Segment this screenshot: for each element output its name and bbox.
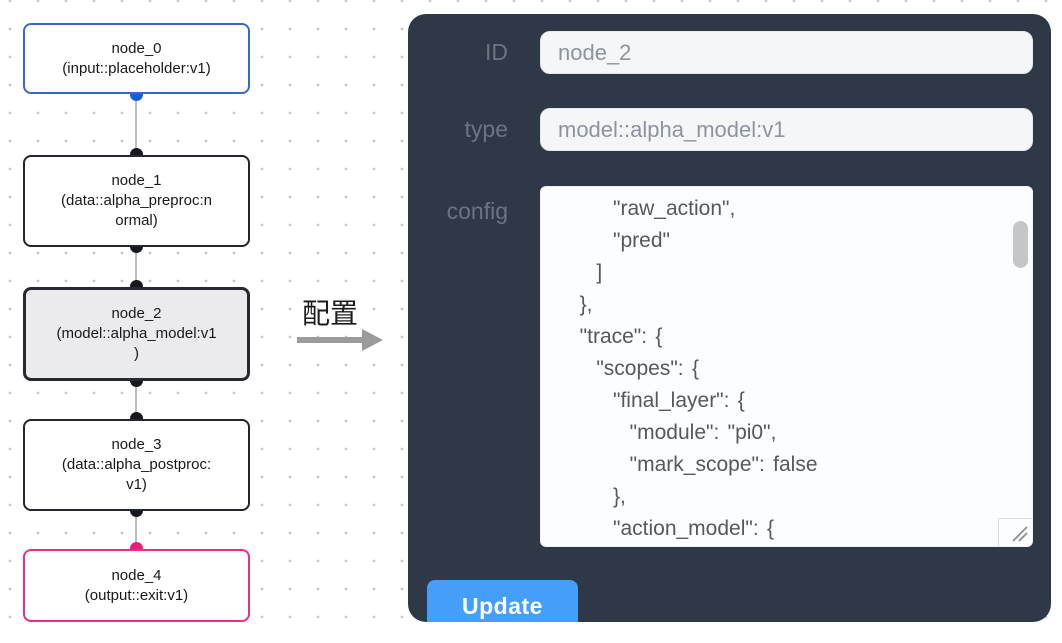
node-title: node_1 [111, 172, 162, 189]
config-editor: "raw_action", "pred" ] }, "trace": { "sc… [540, 186, 1033, 547]
edge-node_2-node_3[interactable] [135, 381, 137, 419]
node-type-label: (data::alpha_preproc:n [61, 192, 212, 209]
node-type-label: ormal) [115, 212, 158, 229]
node-node_1[interactable]: node_1 (data::alpha_preproc:n ormal) [23, 155, 250, 247]
edge-node_1-node_2[interactable] [135, 247, 137, 287]
node-type-label: (input::placeholder:v1) [62, 59, 211, 77]
node-node_2-selected[interactable]: node_2 (model::alpha_model:v1 ) [23, 287, 250, 381]
type-field-label: type [464, 116, 508, 142]
node-title: node_2 [111, 305, 162, 322]
node-node_3[interactable]: node_3 (data::alpha_postproc: v1) [23, 419, 250, 511]
node-type-label: (model::alpha_model:v1 [56, 325, 217, 342]
node-type-label: (data::alpha_postproc: [61, 456, 212, 473]
node-title: node_4 [111, 566, 162, 584]
configure-annotation: 配置 [296, 298, 396, 368]
arrow-right-icon [362, 329, 383, 351]
config-field-label: config [446, 198, 508, 224]
edge-node_3-node_4[interactable] [135, 511, 137, 549]
config-textarea[interactable]: "raw_action", "pred" ] }, "trace": { "sc… [540, 186, 1033, 547]
node-title: node_3 [111, 436, 162, 453]
node-title: node_0 [111, 39, 162, 57]
configure-label: 配置 [302, 298, 359, 329]
node-type-label: ) [134, 345, 139, 362]
scrollbar-corner [998, 518, 1032, 546]
edge-node_0-node_1[interactable] [135, 94, 137, 155]
id-field-label: ID [485, 39, 508, 65]
node-node_4[interactable]: node_4 (output::exit:v1) [23, 549, 250, 622]
scrollbar-thumb[interactable] [1013, 221, 1028, 268]
node-node_0[interactable]: node_0 (input::placeholder:v1) [23, 23, 250, 94]
node-type-label: (output::exit:v1) [84, 586, 189, 604]
type-input[interactable] [540, 108, 1033, 151]
arrow-right-icon [297, 337, 364, 343]
node-type-label: v1) [126, 476, 147, 493]
config-panel: ID type config "raw_action", "pred" ] },… [408, 14, 1051, 622]
id-input[interactable] [540, 31, 1033, 74]
update-button[interactable]: Update [427, 580, 578, 622]
resize-handle-icon[interactable] [1009, 523, 1029, 543]
